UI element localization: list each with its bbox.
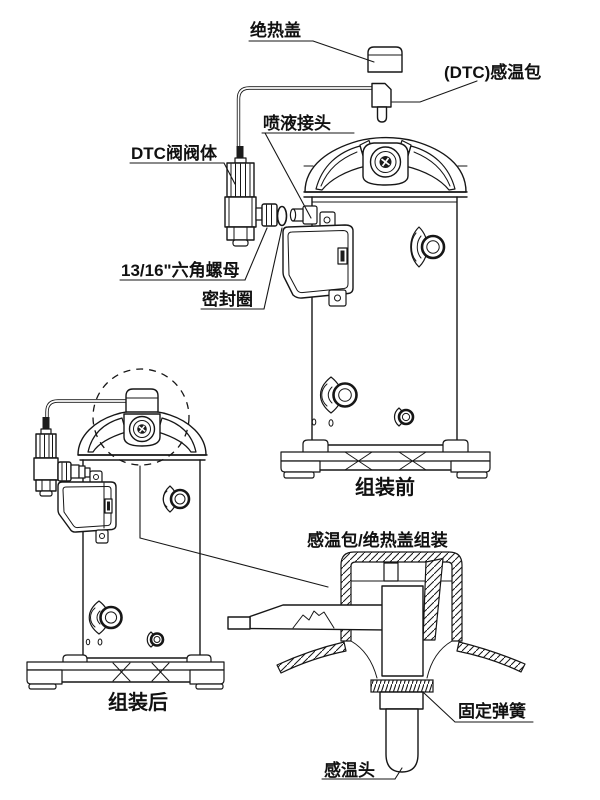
label-valve-body: DTC阀阀体 xyxy=(131,143,218,163)
label-sensor-head: 感温头 xyxy=(324,760,375,780)
label-seal-ring: 密封圈 xyxy=(202,289,253,309)
discharge-fitting-drawing xyxy=(410,226,446,268)
label-hex-nut: 13/16"六角螺母 xyxy=(121,260,240,280)
dtc-valve-installed-drawing xyxy=(33,417,91,497)
detail-leader-line xyxy=(139,465,329,588)
suction-after-drawing xyxy=(88,600,123,635)
discharge-after-drawing xyxy=(162,485,191,513)
label-after-assembly: 组装后 xyxy=(108,690,168,714)
fixing-spring-drawing xyxy=(370,679,434,693)
dtc-valve-drawing xyxy=(224,146,278,247)
label-fixing-spring: 固定弹簧 xyxy=(458,701,526,721)
label-detail-title: 感温包/绝热盖组装 xyxy=(307,530,448,550)
terminal-box-drawing xyxy=(282,211,354,307)
exploded-parts-drawing xyxy=(224,46,403,247)
oil-fitting-after-drawing xyxy=(146,631,165,648)
detail-section-drawing: 感温包/绝热盖组装 固定弹簧 感温头 xyxy=(227,530,534,780)
injection-port-drawing xyxy=(289,205,318,225)
base-before-drawing xyxy=(280,439,491,479)
seal-ring-drawing xyxy=(276,205,288,227)
label-before-assembly: 组装前 xyxy=(355,475,415,499)
top-labels: 绝热盖 (DTC)感温包 喷液接头 DTC阀阀体 13/16"六角螺母 密封圈 xyxy=(119,20,541,310)
sensor-arm-drawing xyxy=(227,604,385,631)
sensor-head-drawing xyxy=(385,708,419,773)
base-after-drawing xyxy=(26,654,225,690)
compressor-after-drawing: 组装后 xyxy=(26,368,329,714)
oil-fitting-drawing xyxy=(393,407,415,427)
detail-callout-circle xyxy=(92,368,190,466)
terminal-box-after-drawing xyxy=(57,470,117,544)
compressor-before-drawing: 组装前 xyxy=(280,136,491,499)
label-injection-joint: 喷液接头 xyxy=(263,113,331,133)
sensor-bulb-drawing xyxy=(371,82,392,123)
suction-fitting-drawing xyxy=(319,376,358,414)
insulation-cover-drawing xyxy=(367,46,403,73)
insulation-cover-installed-drawing xyxy=(125,388,159,413)
label-dtc-sensor-bulb: (DTC)感温包 xyxy=(444,62,541,82)
label-insulation-cover: 绝热盖 xyxy=(250,20,301,40)
